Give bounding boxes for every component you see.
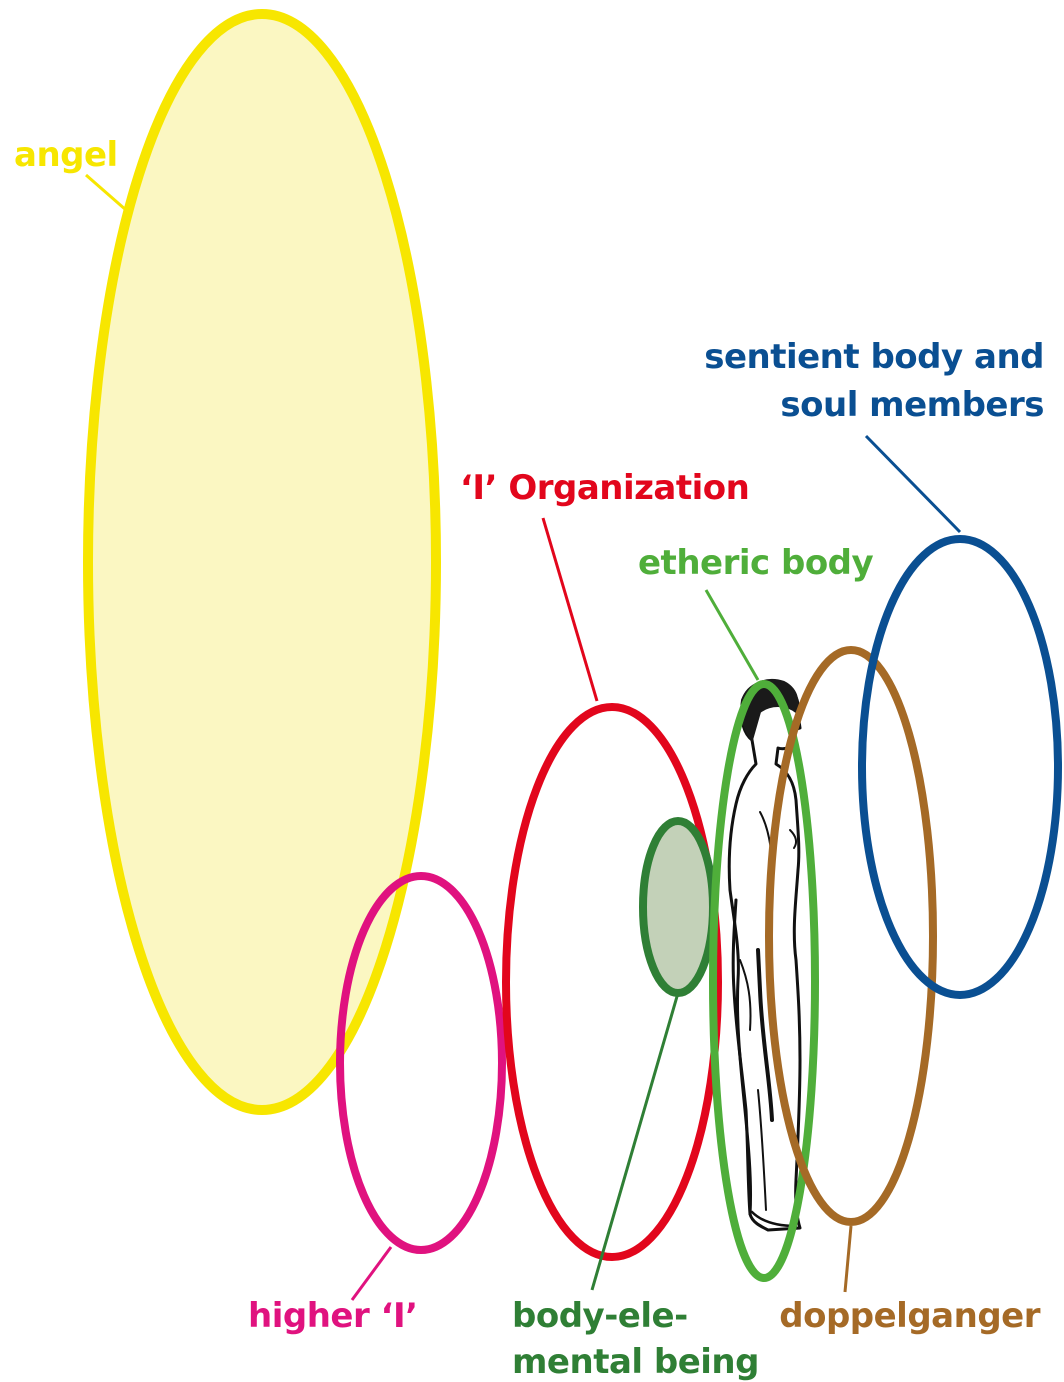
sentient-body-label-line2: soul members bbox=[780, 385, 1044, 425]
angel-leader-line bbox=[85, 173, 127, 212]
doppelganger-label: doppelganger bbox=[779, 1296, 1040, 1336]
i-organization-ellipse bbox=[502, 703, 722, 1261]
higher-i-leader-line bbox=[350, 1246, 393, 1301]
etheric-body-label: etheric body bbox=[638, 543, 874, 583]
sentient-leader-line bbox=[864, 434, 962, 534]
i-organization-leader-line bbox=[541, 517, 599, 702]
etheric-body-leader-line bbox=[704, 589, 760, 681]
sentient-body-ellipse bbox=[858, 535, 1062, 999]
sentient-body-label-line1: sentient body and bbox=[704, 337, 1044, 377]
body-elemental-leader-line bbox=[590, 992, 680, 1291]
angel-label: angel bbox=[14, 135, 118, 175]
angel-ellipse bbox=[83, 9, 441, 1115]
i-organization-label: ‘I’ Organization bbox=[460, 468, 749, 508]
higher-i-label: higher ‘I’ bbox=[248, 1296, 418, 1336]
doppelganger-leader-line bbox=[843, 1225, 853, 1293]
body-elemental-label-line2: mental being bbox=[512, 1342, 759, 1382]
higher-i-ellipse bbox=[336, 872, 506, 1254]
body-elemental-being-ellipse bbox=[639, 817, 717, 997]
doppelganger-ellipse bbox=[765, 646, 937, 1226]
body-elemental-label-line1: body-ele- bbox=[512, 1296, 688, 1336]
etheric-body-ellipse bbox=[709, 680, 819, 1282]
